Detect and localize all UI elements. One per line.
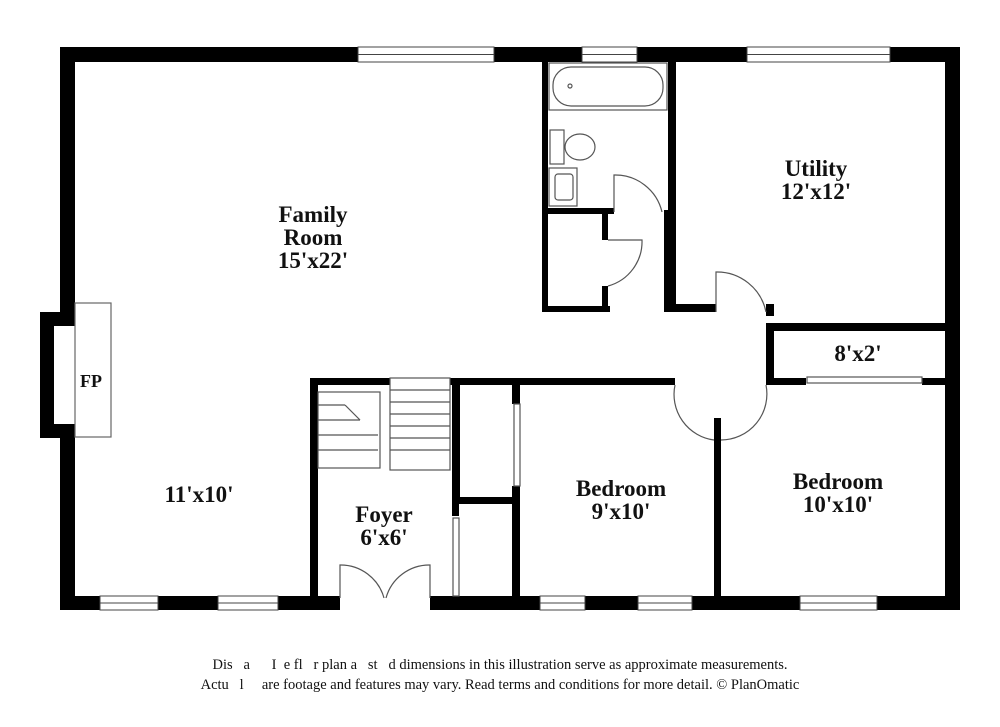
bathroom-fixtures: [548, 62, 668, 207]
staircase: [317, 377, 451, 471]
bedroom-1-size: 9'x10': [591, 499, 651, 524]
dining-size: 11'x10': [164, 482, 234, 507]
bedroom-1-name: Bedroom: [575, 476, 667, 501]
fireplace-hearth: [74, 302, 112, 438]
bedroom-2-size: 10'x10': [802, 492, 874, 517]
windows: [99, 46, 891, 611]
disclaimer: Dis a I e fl r plan a st d dimensions in…: [0, 655, 1000, 695]
utility-size: 12'x12': [780, 179, 852, 204]
family-room-label: Family Room 15'x22': [278, 203, 348, 272]
bedroom-2-label: Bedroom 10'x10': [793, 470, 883, 516]
fireplace-label: FP: [80, 371, 102, 391]
bedroom-1-label: Bedroom 9'x10': [576, 477, 666, 523]
family-room-name: Family: [278, 202, 348, 227]
walls: [40, 47, 960, 610]
family-room-name-line2: Room: [283, 225, 343, 250]
bedroom-2-name: Bedroom: [792, 469, 884, 494]
disclaimer-line-2: Actu l are footage and features may vary…: [200, 677, 800, 693]
utility-name: Utility: [784, 156, 848, 181]
disclaimer-line-1: Dis a I e fl r plan a st d dimensions in…: [212, 657, 788, 673]
foyer-size: 6'x6': [360, 525, 408, 550]
family-room-size: 15'x22': [277, 248, 349, 273]
utility-label: Utility 12'x12': [781, 157, 851, 203]
foyer-name: Foyer: [355, 502, 413, 527]
closet-size: 8'x2': [834, 341, 882, 366]
foyer-label: Foyer 6'x6': [355, 503, 412, 549]
doors: [339, 174, 923, 599]
